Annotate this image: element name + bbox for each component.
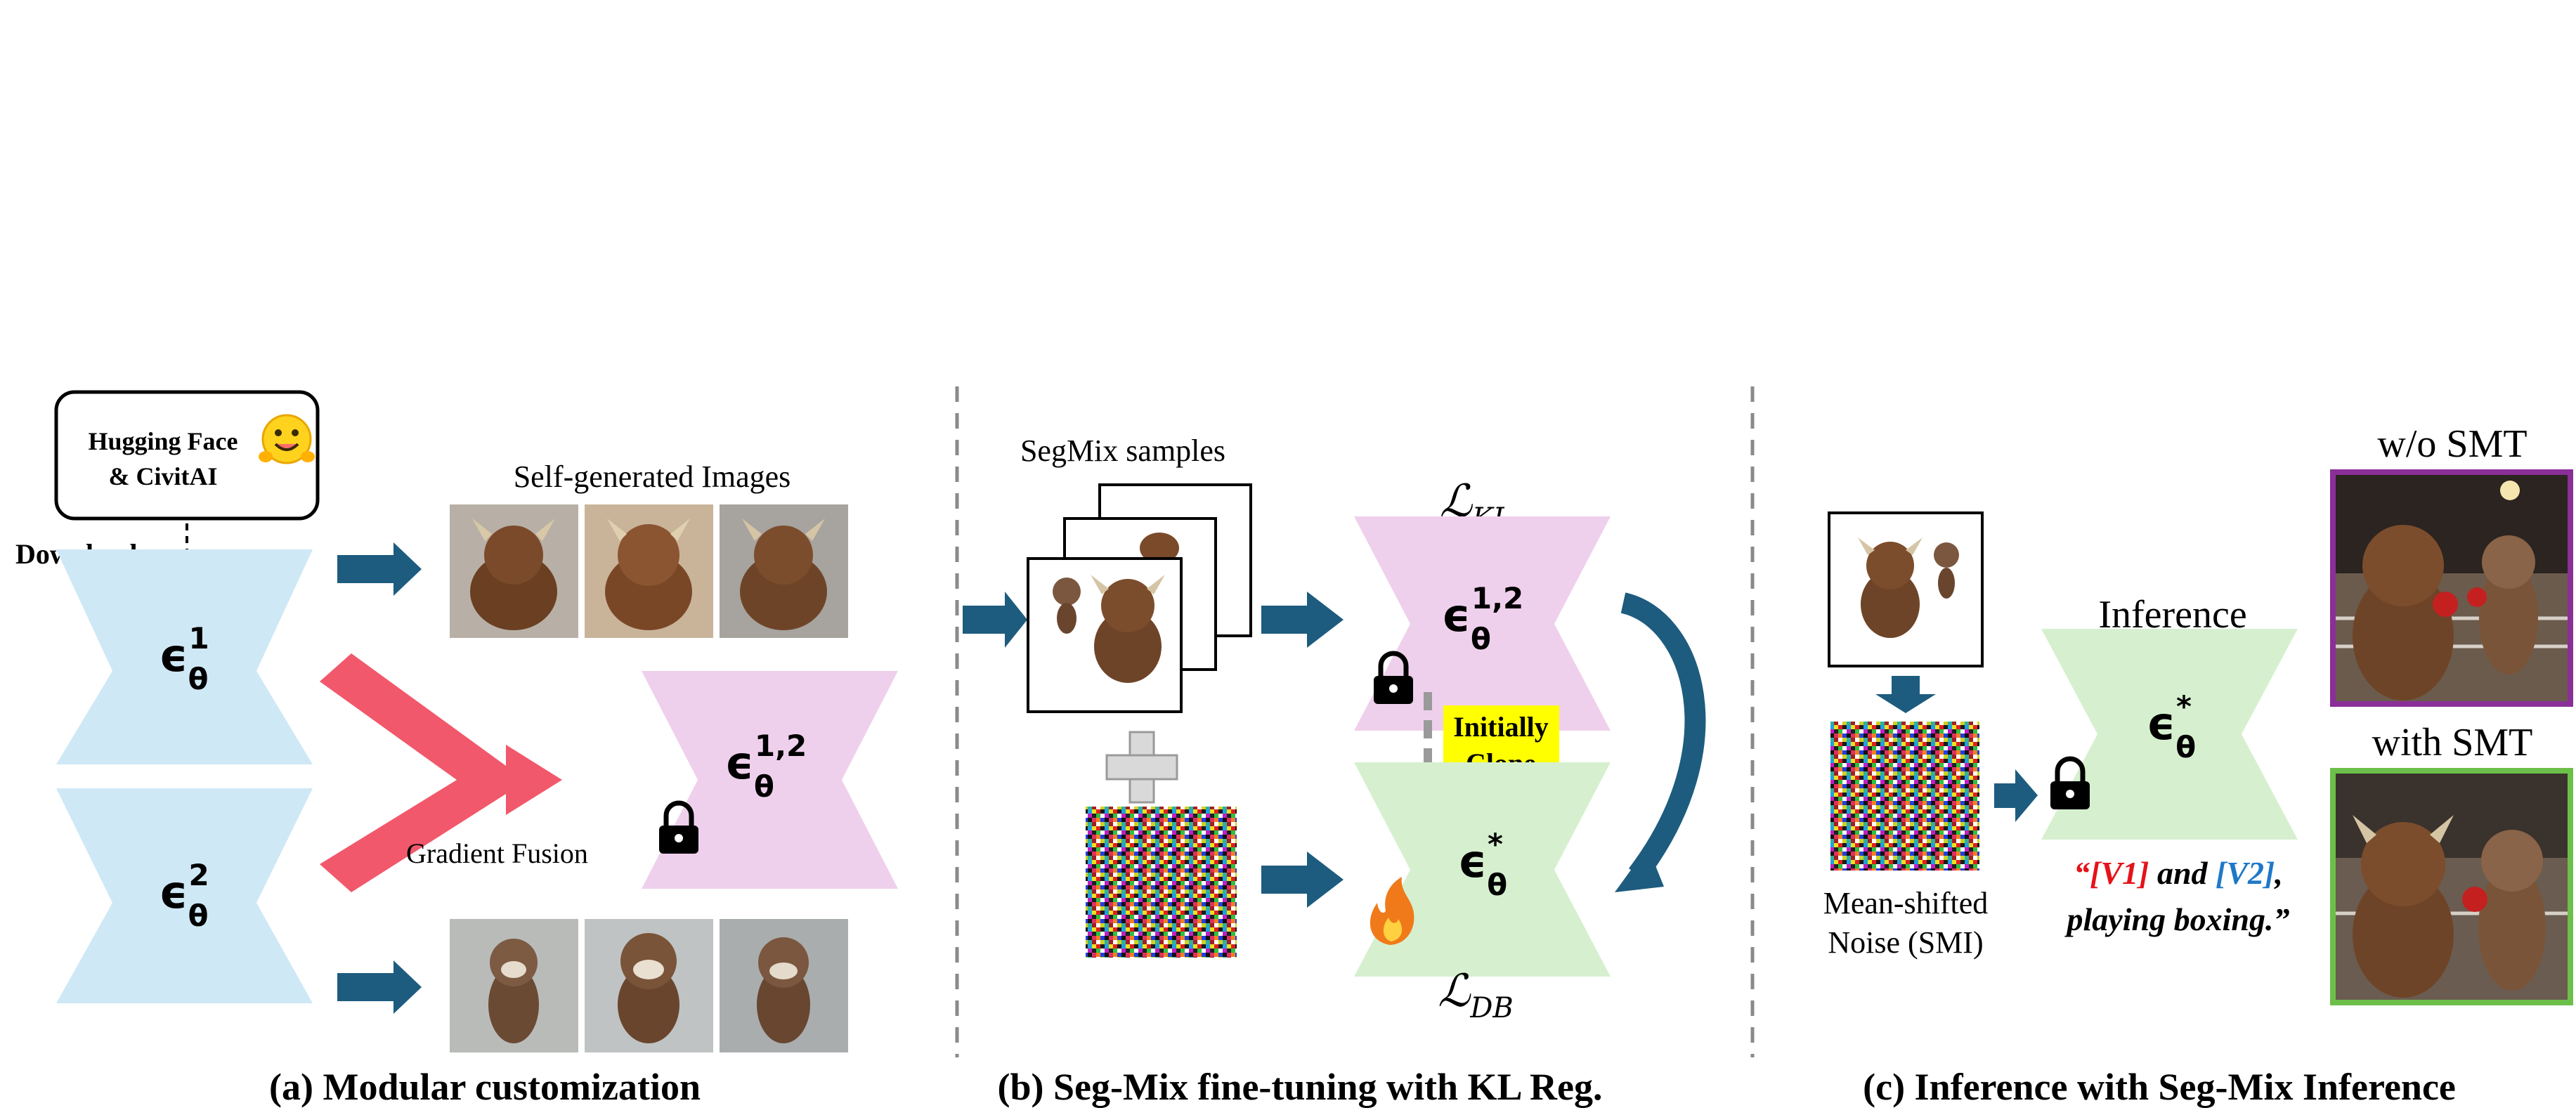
- prompt-token-v1: [V1]: [2090, 855, 2149, 891]
- lock-icon: [659, 800, 698, 854]
- fire-icon: [1370, 877, 1414, 945]
- model-source-line2: & CivitAI: [109, 462, 218, 490]
- prompt-token-v2: [V2]: [2216, 855, 2275, 891]
- self-generated-label: Self-generated Images: [514, 459, 791, 494]
- self-generated-images-row-2: [450, 919, 848, 1052]
- fused-unet-model: [642, 671, 898, 889]
- model-source-line1: Hugging Face: [89, 427, 238, 455]
- inference-unet-model: [2041, 629, 2298, 840]
- unet-model-2: [56, 788, 313, 1003]
- segmix-samples-label: SegMix samples: [1020, 433, 1225, 468]
- result-with-smt: [2330, 768, 2573, 1005]
- mean-shifted-noise-image: [1830, 722, 1979, 871]
- initially-clone-line1: Initially: [1453, 711, 1549, 743]
- arrow-to-inference-model: [1994, 769, 2038, 822]
- kl-feedback-arrow-head: [1615, 847, 1664, 892]
- prompt-and: and: [2149, 855, 2216, 891]
- model-source-box: [54, 390, 320, 521]
- arrow-to-noise: [1875, 676, 1936, 713]
- panel-b-caption: (b) Seg-Mix fine-tuning with KL Reg.: [997, 1066, 1602, 1108]
- panel-a-caption: (a) Modular customization: [269, 1066, 701, 1108]
- noise-label-line2: Noise (SMI): [1828, 925, 1983, 960]
- result-without-smt: [2330, 469, 2573, 707]
- teacher-unet-model: [1354, 516, 1611, 731]
- sample-monster: [1094, 610, 1162, 683]
- arrow-to-images-bottom: [337, 960, 422, 1014]
- panel-b-segmix-finetuning: SegMix samples ℒKL ϵθ1,2: [963, 433, 1706, 1108]
- panel-a-modular-customization: Hugging Face & CivitAI Download ϵθ1 ϵθ2 …: [15, 390, 898, 1108]
- noise-label-line1: Mean-shifted: [1823, 886, 1989, 920]
- gaussian-noise-image: [1086, 807, 1237, 958]
- prompt-open-quote: “: [2074, 855, 2090, 891]
- unet-model-1: [56, 549, 313, 764]
- inference-lock-icon: [2050, 756, 2090, 809]
- inference-prompt-line1: “[V1] and [V2],: [2074, 855, 2283, 891]
- segmix-sample-stack: [1027, 483, 1252, 713]
- gradient-fusion-arrow: [320, 653, 562, 892]
- hugging-face-icon: [259, 414, 315, 464]
- inference-prompt-line2: playing boxing.”: [2064, 901, 2290, 937]
- arrow-to-images-top: [337, 542, 422, 596]
- arrow-into-samples: [963, 592, 1027, 648]
- prompt-comma: ,: [2274, 855, 2283, 891]
- sample-otter: [1053, 578, 1081, 606]
- teacher-lock-icon: [1374, 651, 1413, 704]
- panel-c-caption: (c) Inference with Seg-Mix Inference: [1863, 1066, 2456, 1108]
- arrow-to-student: [1261, 852, 1344, 908]
- kl-feedback-arrow: [1620, 592, 1706, 882]
- self-generated-images-row-1: [450, 504, 848, 638]
- arrow-to-teacher: [1261, 592, 1344, 648]
- panel-c-inference: Mean-shifted Noise (SMI) Inference ϵθ* “…: [1823, 422, 2573, 1108]
- gradient-fusion-label: Gradient Fusion: [406, 837, 588, 869]
- student-unet-model: [1354, 762, 1611, 977]
- without-smt-label: w/o SMT: [2377, 422, 2527, 466]
- with-smt-label: with SMT: [2372, 721, 2533, 764]
- plus-icon: [1105, 731, 1178, 804]
